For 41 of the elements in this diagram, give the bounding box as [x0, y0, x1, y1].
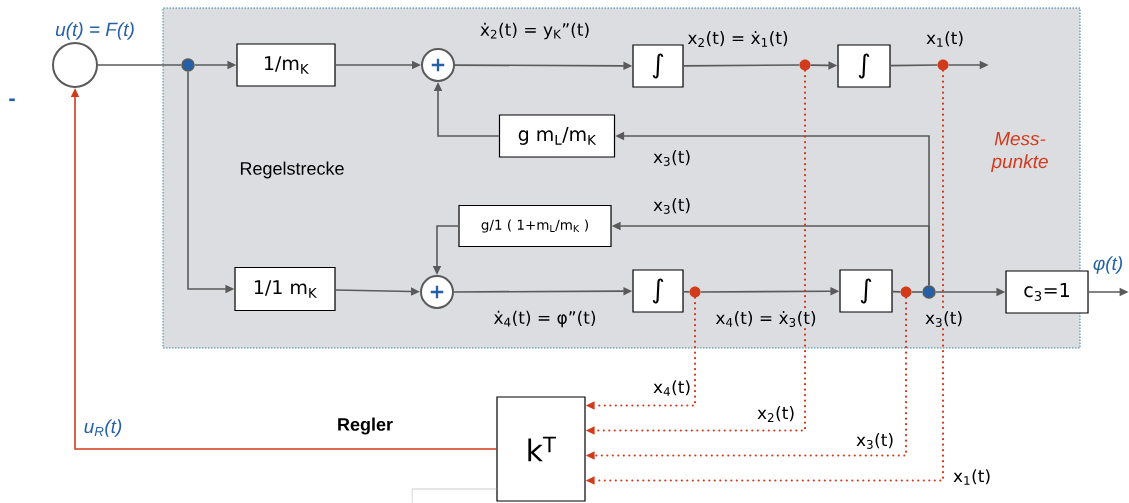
controller-box: k$^{T}$: [496, 396, 586, 502]
edge-label: x$_{1}$(t): [952, 468, 993, 486]
summing-junction: +: [420, 275, 454, 309]
edge-label: u(t) = F(t): [54, 21, 136, 41]
integrator-box: ∫: [632, 269, 684, 313]
measurement-point: [937, 59, 949, 71]
gain-box: g m$_{L}$/m$_{K}$: [498, 114, 616, 158]
branch-point: [181, 58, 195, 72]
edge-label: x$_{2}$(t) = ẋ$_{1}$(t): [686, 30, 790, 48]
edge-label: x$_{4}$(t) = ẋ$_{3}$(t): [714, 310, 818, 328]
measurement-point: [689, 286, 701, 298]
signal-line: [682, 290, 691, 293]
gain-box: g/1 ( 1+m$_{L}$/m$_{K}$ ): [458, 204, 612, 248]
measurement-point: [900, 286, 912, 298]
gain-box: 1/1 m$_{K}$: [234, 266, 336, 312]
integrator-box: ∫: [839, 269, 893, 313]
integrator-box: ∫: [632, 44, 684, 88]
measurement-label: Mess- punkte: [991, 132, 1048, 172]
gain-box: 1/m$_{K}$: [236, 43, 336, 87]
signal-line: [891, 290, 902, 293]
gain-box: c$_{3}$=1: [1005, 270, 1089, 314]
edge-label: φ(t): [1091, 255, 1125, 275]
edge-label: x$_{4}$(t): [652, 379, 693, 397]
minus-sign: -: [9, 98, 15, 102]
integrator-box: ∫: [837, 44, 891, 88]
signal-line: [97, 64, 183, 66]
measurement-point: [799, 59, 811, 71]
summing-junction: +: [421, 48, 455, 82]
edge-label: x$_{1}$(t): [925, 30, 966, 48]
signal-line: [910, 291, 924, 293]
edge-label: x$_{3}$(t): [652, 197, 693, 215]
edge-label: u$_{R}$(t): [82, 418, 124, 438]
region-label: Regelstrecke: [240, 161, 344, 179]
edge-label: x$_{2}$(t): [756, 405, 797, 423]
edge-label: x$_{3}$(t): [652, 149, 693, 167]
edge-label: x$_{3}$(t): [924, 310, 965, 328]
signal-line: [889, 64, 939, 67]
controller-label: Regler: [338, 417, 393, 435]
signal-line: [682, 64, 801, 67]
branch-point: [922, 285, 936, 299]
edge-label: x$_{3}$(t): [855, 432, 896, 450]
